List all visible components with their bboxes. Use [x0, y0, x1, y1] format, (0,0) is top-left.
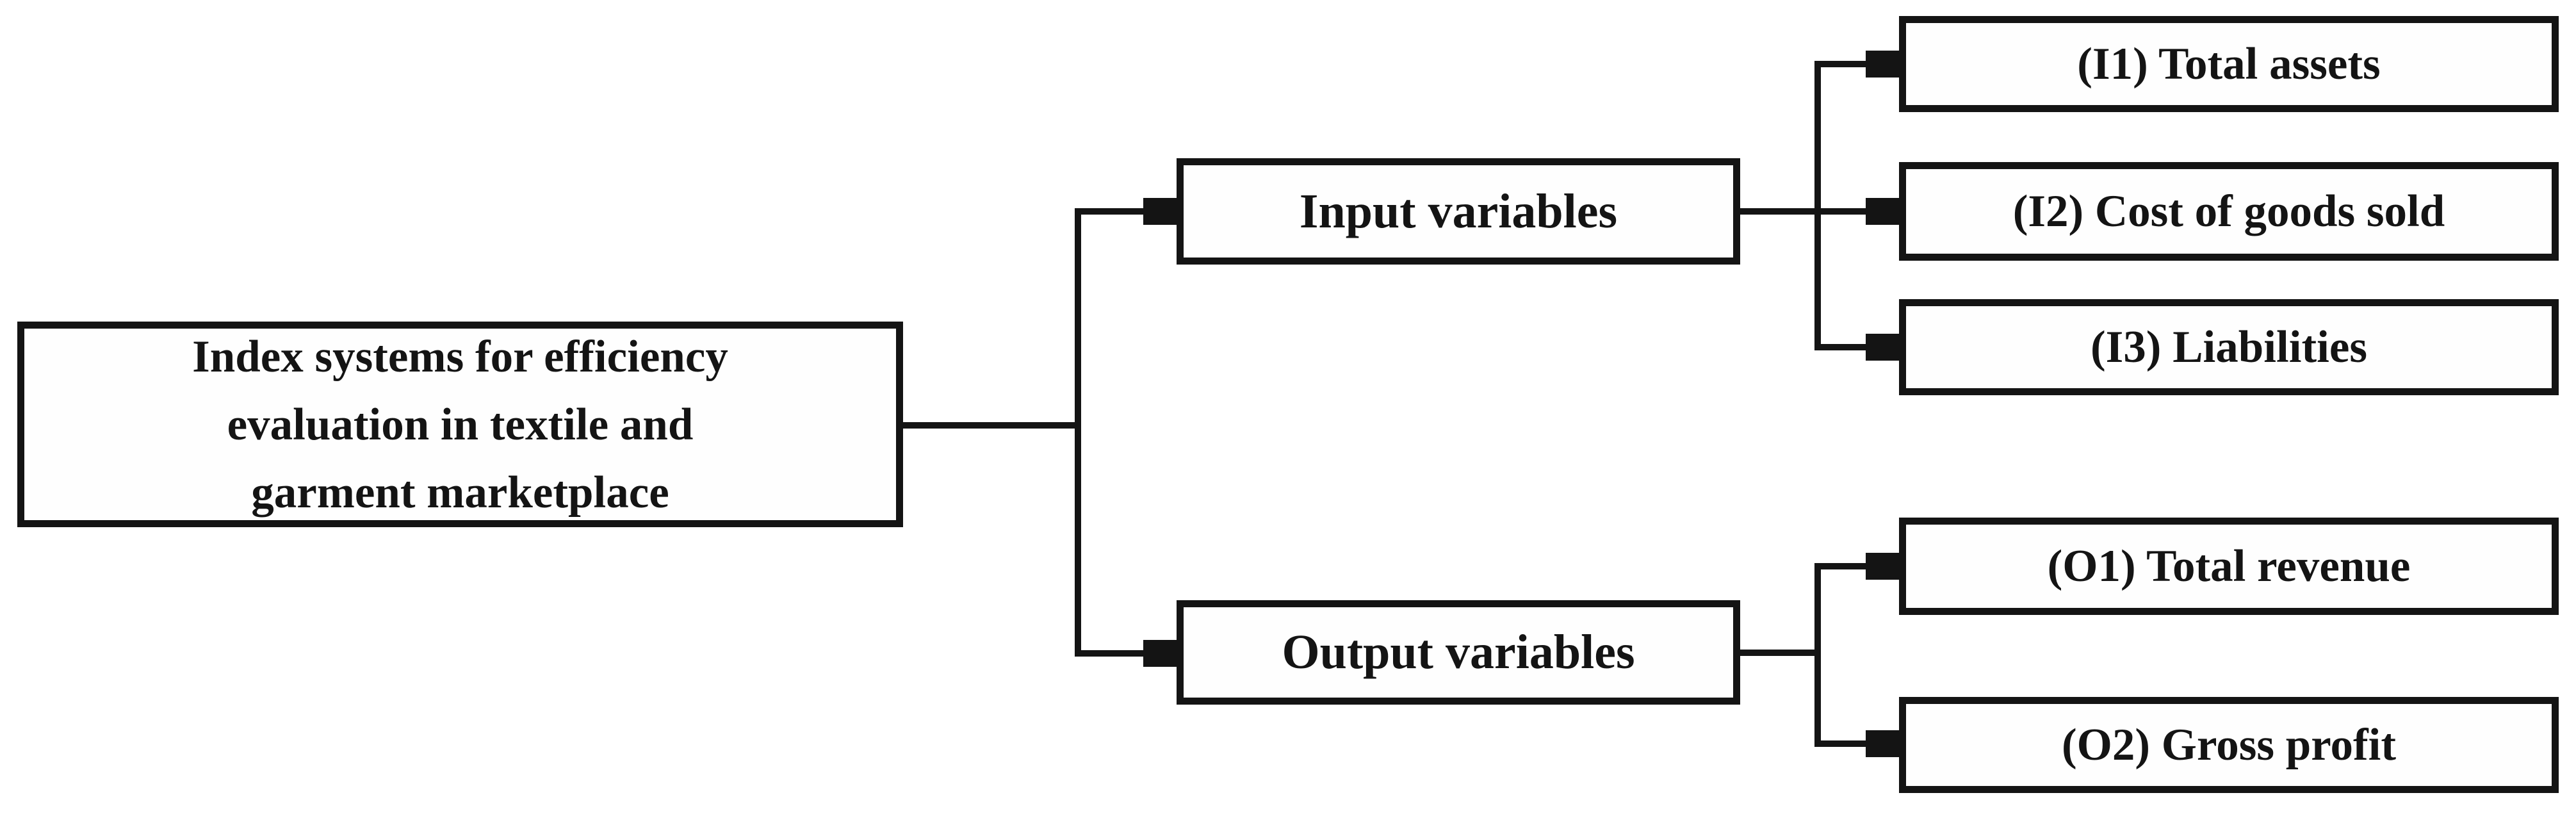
node-input-variables: Input variables — [1177, 158, 1740, 265]
node-root-index-systems: Index systems for efficiency evaluation … — [17, 322, 903, 527]
output-variables-label: Output variables — [1282, 625, 1635, 679]
root-label-line-2: evaluation in textile and — [227, 399, 694, 450]
i3-label: (I3) Liabilities — [2091, 322, 2367, 372]
node-i2-cost-of-goods-sold: (I2) Cost of goods sold — [1899, 162, 2559, 261]
input-variables-label: Input variables — [1299, 184, 1618, 238]
node-o1-total-revenue: (O1) Total revenue — [1899, 518, 2559, 615]
node-i1-total-assets: (I1) Total assets — [1899, 16, 2559, 112]
i1-label: (I1) Total assets — [2077, 38, 2381, 89]
o2-label: (O2) Gross profit — [2062, 719, 2396, 770]
node-i3-liabilities: (I3) Liabilities — [1899, 299, 2559, 395]
node-o2-gross-profit: (O2) Gross profit — [1899, 697, 2559, 793]
root-label-line-1: Index systems for efficiency — [192, 331, 728, 382]
root-label-line-3: garment marketplace — [251, 467, 669, 518]
i2-label: (I2) Cost of goods sold — [2012, 186, 2445, 236]
o1-label: (O1) Total revenue — [2047, 541, 2411, 591]
node-output-variables: Output variables — [1177, 600, 1740, 705]
